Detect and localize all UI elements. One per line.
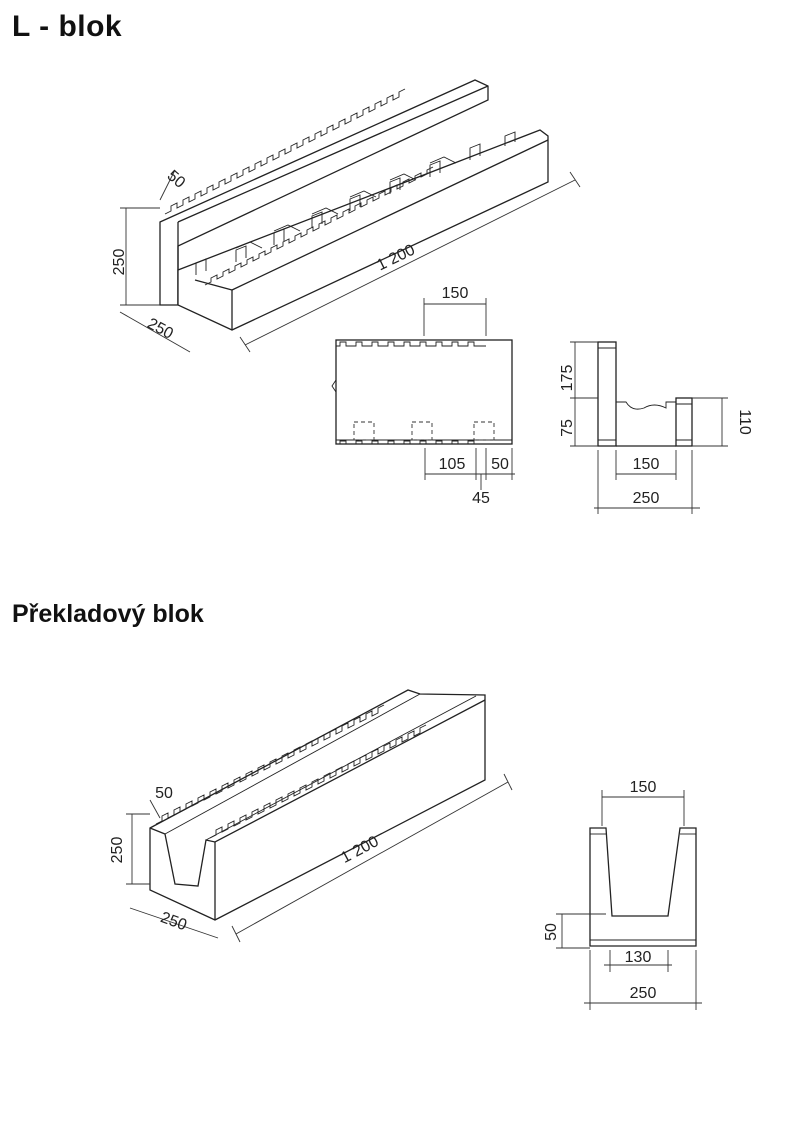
lintel-block-body <box>149 689 486 921</box>
lintel-block-isometric <box>126 689 513 943</box>
lintel-iso-width-label: 250 <box>158 909 189 934</box>
l-iso-height-label: 250 <box>111 249 128 276</box>
l-block-base <box>177 129 549 331</box>
l-block-title: L - blok <box>12 10 123 43</box>
lintel-section-bottom-width-label: 130 <box>625 949 652 966</box>
lintel-section-top-width-label: 150 <box>630 779 657 796</box>
l-front-gap-b-label: 50 <box>491 456 509 473</box>
l-section-right-height-label: 110 <box>736 409 753 435</box>
lintel-section-total-width-label: 250 <box>630 985 657 1002</box>
l-iso-thickness-label: 50 <box>164 167 189 192</box>
lintel-iso-height-label: 250 <box>109 837 126 864</box>
lintel-block-title: Překladový blok <box>12 600 204 628</box>
l-front-gap-c-label: 45 <box>472 490 490 507</box>
l-block-section-view <box>570 341 728 514</box>
l-block-isometric <box>119 79 581 353</box>
lintel-block-section-view <box>556 790 702 1010</box>
l-section-total-width-label: 250 <box>633 490 660 507</box>
lintel-iso-thickness-label: 50 <box>155 785 173 802</box>
l-block-wall <box>159 79 489 306</box>
l-section-upper-label: 175 <box>559 365 576 392</box>
l-block-front-view <box>331 298 515 490</box>
l-front-gap-a-label: 105 <box>439 456 466 473</box>
l-iso-width-label: 250 <box>144 315 176 343</box>
l-front-spacing-label: 150 <box>442 285 469 302</box>
l-section-inner-width-label: 150 <box>633 456 660 473</box>
l-section-lower-label: 75 <box>559 419 576 437</box>
lintel-section-bottom-height-label: 50 <box>543 923 560 941</box>
